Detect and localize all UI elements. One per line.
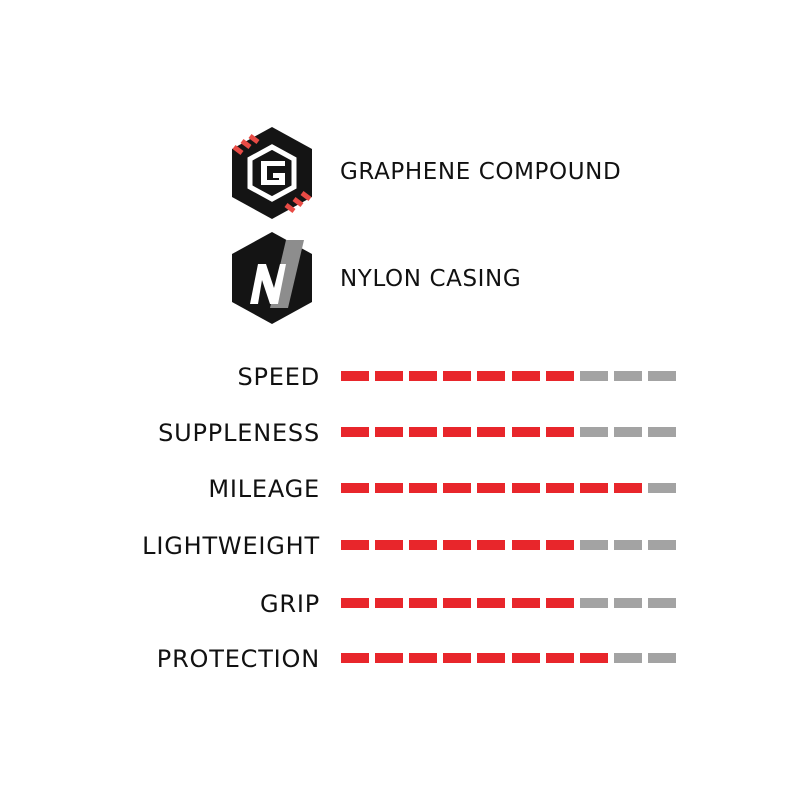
rating-segment-filled xyxy=(477,483,506,493)
rating-segment-filled xyxy=(375,540,404,550)
rating-segment-empty xyxy=(579,427,608,437)
rating-segment-empty xyxy=(613,598,642,608)
rating-segment-filled xyxy=(341,598,369,608)
feature-label: GRAPHENE COMPOUND xyxy=(340,159,622,185)
rating-bar xyxy=(341,540,682,552)
rating-segment-filled xyxy=(409,427,438,437)
rating-label: GRIP xyxy=(259,590,320,618)
feature-nylon-casing: NYLON CASING xyxy=(0,228,800,328)
rating-label: SPEED xyxy=(237,363,320,391)
rating-segment-filled xyxy=(613,483,642,493)
rating-segment-filled xyxy=(341,540,369,550)
rating-bar xyxy=(341,427,682,439)
rating-segment-filled xyxy=(477,598,506,608)
rating-segment-filled xyxy=(579,653,608,663)
rating-segment-filled xyxy=(443,371,472,381)
rating-segment-filled xyxy=(477,427,506,437)
rating-segment-filled xyxy=(477,540,506,550)
rating-segment-filled xyxy=(545,427,574,437)
rating-segment-filled xyxy=(341,483,369,493)
rating-segment-empty xyxy=(647,371,676,381)
rating-segment-empty xyxy=(647,483,676,493)
rating-segment-filled xyxy=(545,540,574,550)
rating-row-speed: SPEED xyxy=(0,358,800,398)
rating-label: SUPPLENESS xyxy=(158,419,320,447)
rating-segment-filled xyxy=(545,371,574,381)
rating-segment-empty xyxy=(613,540,642,550)
rating-label: LIGHTWEIGHT xyxy=(142,532,320,560)
rating-segment-empty xyxy=(579,540,608,550)
rating-segment-filled xyxy=(443,653,472,663)
rating-segment-filled xyxy=(511,371,540,381)
rating-segment-filled xyxy=(443,540,472,550)
feature-label: NYLON CASING xyxy=(340,266,522,292)
rating-segment-filled xyxy=(511,598,540,608)
rating-label: PROTECTION xyxy=(156,645,320,673)
rating-segment-filled xyxy=(375,653,404,663)
rating-segment-filled xyxy=(341,371,369,381)
rating-segment-filled xyxy=(477,653,506,663)
rating-segment-filled xyxy=(341,427,369,437)
rating-row-grip: GRIP xyxy=(0,585,800,625)
rating-segment-filled xyxy=(375,598,404,608)
rating-segment-filled xyxy=(443,483,472,493)
rating-row-protection: PROTECTION xyxy=(0,640,800,680)
rating-segment-empty xyxy=(579,371,608,381)
rating-segment-empty xyxy=(647,653,676,663)
rating-segment-filled xyxy=(477,371,506,381)
rating-segment-filled xyxy=(409,371,438,381)
rating-segment-empty xyxy=(647,540,676,550)
rating-row-suppleness: SUPPLENESS xyxy=(0,414,800,454)
rating-segment-filled xyxy=(375,483,404,493)
rating-label: MILEAGE xyxy=(208,475,320,503)
rating-segment-filled xyxy=(443,427,472,437)
rating-bar xyxy=(341,371,682,383)
rating-row-lightweight: LIGHTWEIGHT xyxy=(0,527,800,567)
rating-segment-filled xyxy=(375,427,404,437)
rating-segment-filled xyxy=(545,598,574,608)
rating-segment-filled xyxy=(409,540,438,550)
rating-segment-empty xyxy=(613,427,642,437)
rating-segment-filled xyxy=(511,540,540,550)
nylon-n-hexagon-icon xyxy=(232,232,312,324)
rating-segment-filled xyxy=(375,371,404,381)
rating-segment-filled xyxy=(545,653,574,663)
rating-segment-filled xyxy=(545,483,574,493)
rating-segment-filled xyxy=(511,427,540,437)
rating-bar xyxy=(341,598,682,610)
graphene-g-hexagon-icon xyxy=(232,127,312,219)
rating-bar xyxy=(341,653,682,665)
rating-segment-filled xyxy=(511,653,540,663)
rating-segment-filled xyxy=(341,653,369,663)
rating-segment-filled xyxy=(443,598,472,608)
rating-segment-empty xyxy=(613,653,642,663)
rating-segment-filled xyxy=(579,483,608,493)
feature-graphene-compound: GRAPHENE COMPOUND xyxy=(0,123,800,223)
rating-segment-filled xyxy=(409,653,438,663)
rating-segment-empty xyxy=(579,598,608,608)
rating-segment-empty xyxy=(647,598,676,608)
rating-segment-empty xyxy=(613,371,642,381)
rating-segment-filled xyxy=(409,483,438,493)
rating-segment-filled xyxy=(511,483,540,493)
rating-row-mileage: MILEAGE xyxy=(0,470,800,510)
rating-segment-empty xyxy=(647,427,676,437)
rating-segment-filled xyxy=(409,598,438,608)
rating-bar xyxy=(341,483,682,495)
